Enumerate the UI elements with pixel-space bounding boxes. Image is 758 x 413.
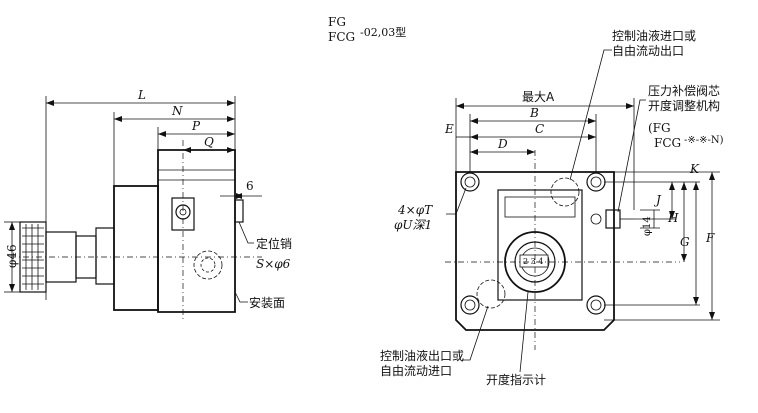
front-vertical-dims: F K G H J φ14 [604, 162, 720, 321]
dim-Q: Q [204, 135, 214, 149]
dial-value: 2 3 4 [523, 257, 543, 266]
title-fg: FG [328, 15, 346, 29]
inner-panel [497, 189, 583, 301]
label-pin-spec: S×φ6 [256, 257, 291, 271]
dim-H: H [667, 211, 679, 225]
label-indicator: 开度指示计 [486, 372, 546, 387]
compensator [605, 209, 621, 229]
dim-L: L [137, 88, 146, 102]
label-comp-model-1: (FG [648, 121, 671, 135]
label-comp-1: 压力补偿阀芯 [648, 83, 720, 98]
label-comp-model-2: FCG [654, 136, 681, 150]
dim-N: N [171, 104, 183, 118]
dim-G: G [680, 235, 690, 249]
side-dimensions: L N P Q 6 φ46 [4, 88, 262, 300]
dim-E: E [444, 122, 454, 136]
valve-body [113, 149, 244, 313]
dim-dia46: φ46 [5, 244, 19, 268]
side-view: L N P Q 6 φ46 [4, 88, 292, 320]
dim-D: D [497, 137, 508, 151]
dim-6: 6 [246, 179, 254, 193]
top-port [550, 177, 580, 207]
label-comp-2: 开度调整机构 [648, 98, 720, 113]
label-bottom-port-2: 自由流动进口 [380, 364, 452, 378]
label-top-port-2: 自由流动出口 [612, 44, 684, 58]
label-top-port-1: 控制油液进口或 [612, 28, 696, 43]
dim-P: P [191, 119, 201, 133]
dim-K: K [689, 162, 700, 176]
dim-maxA: 最大A [522, 90, 555, 104]
dim-J: J [653, 193, 662, 207]
dim-C: C [535, 122, 544, 136]
title-fcg: FCG [328, 30, 355, 44]
front-view: 2 3 4 最大A B E [380, 28, 724, 387]
label-comp-model-suffix: -※-※-N) [684, 135, 724, 146]
label-mounting-face: 安装面 [249, 295, 285, 310]
label-holes-2: φU深1 [394, 218, 432, 232]
dim-F: F [705, 231, 715, 245]
label-holes-1: 4×φT [397, 203, 433, 217]
label-locating-pin: 定位销 [256, 236, 292, 251]
label-bottom-port-1: 控制油液出口或 [380, 348, 464, 363]
mounting-holes [460, 172, 606, 315]
dim-B: B [529, 106, 539, 120]
bottom-port [476, 279, 506, 309]
dim-dia14: φ14 [642, 216, 653, 236]
front-horizontal-dims: 最大A B E C D [444, 90, 635, 210]
title-model-suffix: -02,03型 [360, 25, 406, 39]
